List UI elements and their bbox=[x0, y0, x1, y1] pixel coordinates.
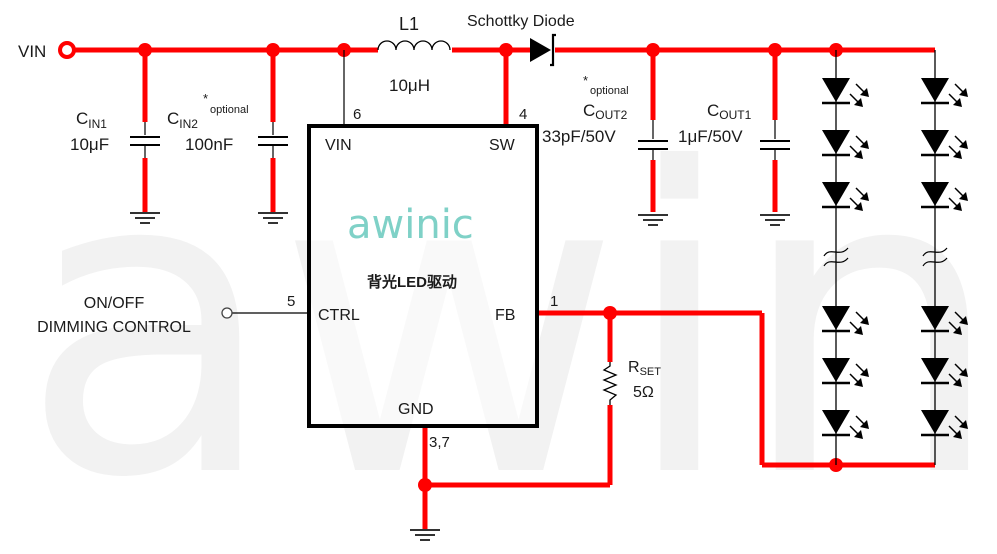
junctions bbox=[138, 43, 843, 492]
junction-dot bbox=[418, 478, 432, 492]
pin-gnd-number: 3,7 bbox=[429, 434, 450, 451]
vin-label: VIN bbox=[18, 42, 46, 61]
cin2-note-text: optional bbox=[210, 104, 249, 116]
cout2-note-text: optional bbox=[590, 85, 629, 97]
diode-label: Schottky Diode bbox=[467, 13, 575, 30]
cout1-name: COUT1 bbox=[707, 101, 752, 122]
led-string-1 bbox=[820, 50, 871, 465]
pin-ctrl-number: 5 bbox=[287, 293, 295, 310]
rset-resistor bbox=[602, 362, 618, 405]
cin2-note: * bbox=[203, 91, 208, 106]
junction-dot bbox=[646, 43, 660, 57]
cout1-value: 1μF/50V bbox=[678, 127, 743, 146]
cin1-capacitor bbox=[130, 122, 160, 158]
pin-vin-name: VIN bbox=[325, 137, 352, 154]
junction-dot bbox=[266, 43, 280, 57]
cin1-name: CIN1 bbox=[76, 109, 107, 131]
control-label-line2: DIMMING CONTROL bbox=[37, 319, 191, 336]
vin-net bbox=[74, 47, 935, 530]
ic-title: 背光LED驱动 bbox=[367, 273, 457, 291]
cout1-capacitor bbox=[760, 120, 790, 160]
control-terminal[interactable] bbox=[221, 307, 233, 319]
pin-fb-number: 1 bbox=[550, 293, 558, 310]
led-strings bbox=[820, 50, 970, 465]
cin2-value: 100nF bbox=[185, 135, 233, 154]
l1-name: L1 bbox=[399, 14, 419, 34]
vin-terminal[interactable] bbox=[58, 41, 76, 59]
junction-dot bbox=[138, 43, 152, 57]
junction-dot bbox=[499, 43, 513, 57]
cin2-capacitor bbox=[258, 122, 288, 158]
inductor-l1 bbox=[377, 40, 451, 51]
pin-sw-name: SW bbox=[489, 137, 516, 154]
pin-sw-number: 4 bbox=[519, 106, 527, 123]
pin-vin-number: 6 bbox=[353, 106, 361, 123]
schottky-diode bbox=[530, 33, 556, 67]
rset-name: RSET bbox=[628, 359, 661, 378]
cout2-note: * bbox=[583, 73, 588, 88]
pin-ctrl-name: CTRL bbox=[318, 307, 360, 324]
pin-fb-name: FB bbox=[495, 307, 515, 324]
junction-dot bbox=[603, 306, 617, 320]
cin2-name: CIN2 bbox=[167, 109, 198, 131]
cin1-value: 10μF bbox=[70, 135, 109, 154]
cout2-value: 33pF/50V bbox=[542, 127, 616, 146]
junction-dot bbox=[768, 43, 782, 57]
rset-value: 5Ω bbox=[633, 384, 654, 401]
control-label-line1: ON/OFF bbox=[84, 295, 145, 312]
led-string-2 bbox=[919, 50, 970, 465]
cout2-capacitor bbox=[638, 120, 668, 160]
ic-logo: awinic bbox=[347, 202, 474, 248]
cout2-name: COUT2 bbox=[583, 101, 628, 122]
l1-value: 10μH bbox=[389, 76, 430, 95]
pin-gnd-name: GND bbox=[398, 401, 434, 418]
ic-box bbox=[307, 124, 539, 428]
